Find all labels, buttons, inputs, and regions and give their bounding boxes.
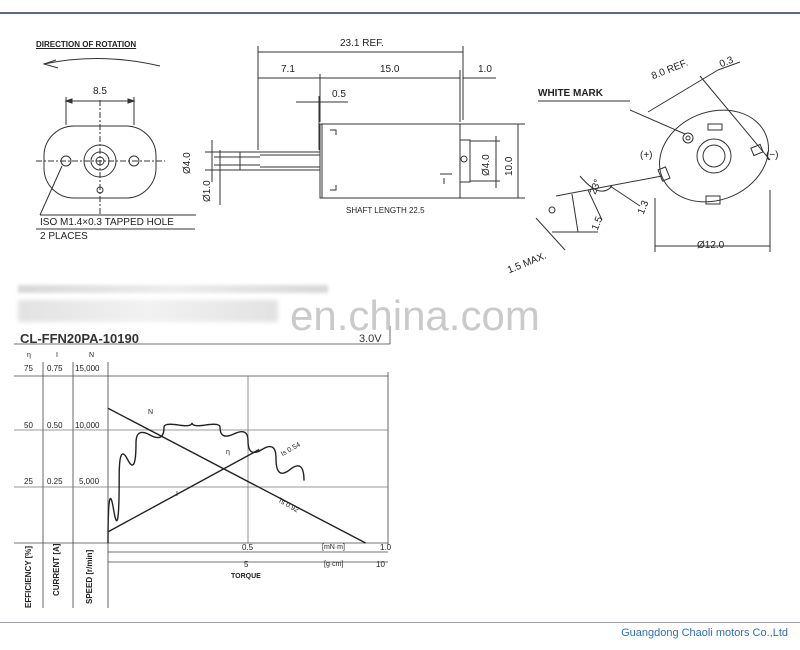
- header-rule: [0, 12, 800, 14]
- footer-rule: [0, 622, 800, 623]
- chart-frame: [14, 326, 391, 608]
- tick-torque-0-5: 0.5: [242, 543, 254, 552]
- dim-diameter-1: Ø1.0: [202, 180, 213, 202]
- tick-torque-1-0: 1.0: [380, 543, 392, 552]
- tick-gcm-5: 5: [244, 560, 249, 569]
- unit-mnm: [mN·m]: [322, 544, 345, 551]
- tick-current-0-25: 0.25: [47, 477, 63, 486]
- direction-of-rotation-label: DIRECTION OF ROTATION: [36, 40, 137, 49]
- white-mark-label: WHITE MARK: [538, 88, 603, 99]
- series-line-current: [107, 448, 260, 533]
- dim-diameter-4-left: Ø4.0: [182, 152, 193, 174]
- tapped-hole-label: ISO M1.4×0.3 TAPPED HOLE: [40, 217, 174, 228]
- minus-terminal: (−): [766, 150, 779, 161]
- dim-15: 15.0: [380, 64, 400, 75]
- rear-view-outline: [659, 109, 769, 203]
- speed-axis-label: SPEED [r/min]: [85, 549, 94, 604]
- plus-terminal: (+): [640, 150, 653, 161]
- watermark: en.china.com: [290, 292, 540, 339]
- voltage: 3.0V: [359, 333, 382, 345]
- dim-diameter-12: Ø12.0: [697, 240, 725, 251]
- shaft-length-label: SHAFT LENGTH 22.5: [346, 206, 425, 215]
- dim-8-5: 8.5: [93, 86, 107, 97]
- torque-axis-label: TORQUE: [231, 573, 261, 580]
- tick-current-0-75: 0.75: [47, 364, 63, 373]
- dim-diameter-4-right: Ø4.0: [481, 154, 492, 176]
- dim-0-5: 0.5: [332, 89, 346, 100]
- blurred-text-block: [18, 300, 278, 322]
- axis-symbol-efficiency: η: [27, 352, 31, 359]
- tick-speed-5000: 5,000: [79, 477, 100, 486]
- axis-symbol-current: I: [56, 352, 58, 359]
- series-line-speed: [107, 407, 366, 544]
- motor-body: [319, 123, 461, 199]
- tick-efficiency-75: 75: [24, 364, 33, 373]
- white-mark: [682, 132, 694, 144]
- series-label-current: I: [176, 491, 178, 498]
- company-name: Guangdong Chaoli motors Co.,Ltd: [621, 627, 788, 639]
- series-line-efficiency: [107, 422, 305, 544]
- tick-speed-10000: 10,000: [75, 421, 100, 430]
- unit-gcm: [g·cm]: [324, 561, 344, 568]
- series-label-speed: N: [148, 409, 154, 416]
- series-label-efficiency: η: [226, 449, 230, 456]
- rotation-arrow: [43, 57, 161, 67]
- tick-efficiency-50: 50: [24, 421, 33, 430]
- places-label: 2 PLACES: [40, 231, 88, 242]
- shaft: [239, 151, 321, 171]
- blurred-text-line: [18, 285, 328, 293]
- tick-current-0-50: 0.50: [47, 421, 63, 430]
- axis-symbol-speed: N: [89, 352, 95, 359]
- tick-speed-15000: 15,000: [75, 364, 100, 373]
- efficiency-axis-label: EFFICIENCY [%]: [24, 545, 33, 608]
- tick-efficiency-25: 25: [24, 477, 33, 486]
- chart-plot-area: [107, 407, 366, 544]
- current-axis-label: CURRENT [A]: [52, 543, 61, 596]
- dim-10: 10.0: [504, 156, 515, 176]
- dim-23-1: 23.1 REF.: [340, 38, 384, 49]
- dim-1-0: 1.0: [478, 64, 492, 75]
- tick-gcm-10: 10: [376, 560, 385, 569]
- dim-7-1: 7.1: [281, 64, 295, 75]
- model-number: CL-FFN20PA-10190: [20, 331, 139, 346]
